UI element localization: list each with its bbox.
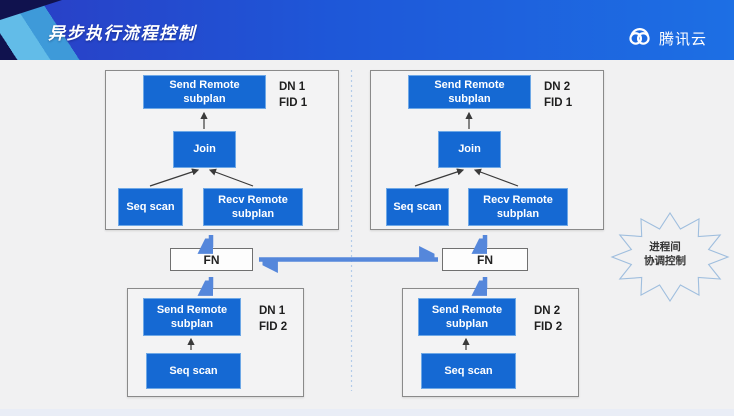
header-bar: 异步执行流程控制 腾讯云 xyxy=(0,0,734,60)
node-seq-scan: Seq scan xyxy=(386,188,449,226)
tag-fid: FID 1 xyxy=(279,97,308,110)
tag-fid: FID 2 xyxy=(534,321,563,334)
fn-box-right: FN xyxy=(442,248,528,271)
node-send-remote-subplan: Send Remote subplan xyxy=(143,298,241,336)
page-title: 异步执行流程控制 xyxy=(48,24,196,43)
cloud-icon xyxy=(626,24,653,52)
starburst-caption: 进程间 协调控制 xyxy=(606,241,724,268)
tag-fid: FID 2 xyxy=(259,321,288,334)
tag-dn: DN 1 xyxy=(279,81,306,93)
node-join: Join xyxy=(438,131,501,168)
group-tag: DN 1 FID 1 xyxy=(279,79,307,111)
plan-group-dn2-fid2: Send Remote subplan DN 2 FID 2 Seq scan xyxy=(402,288,579,397)
starburst-caption-line1: 进程间 xyxy=(649,241,681,253)
starburst-caption-line2: 协调控制 xyxy=(644,254,686,267)
footer-strip xyxy=(0,409,734,416)
plan-group-dn1-fid2: Send Remote subplan DN 1 FID 2 Seq scan xyxy=(127,288,304,397)
node-send-remote-subplan: Send Remote subplan xyxy=(408,75,531,109)
node-seq-scan: Seq scan xyxy=(118,188,183,226)
node-send-remote-subplan: Send Remote subplan xyxy=(418,298,516,336)
node-recv-remote-subplan: Recv Remote subplan xyxy=(203,188,303,226)
plan-group-dn2-fid1: Send Remote subplan DN 2 FID 1 Join Seq … xyxy=(370,70,604,230)
node-send-remote-subplan: Send Remote subplan xyxy=(143,75,266,109)
tag-fid: FID 1 xyxy=(544,97,573,110)
tag-dn: DN 2 xyxy=(544,81,571,93)
plan-group-dn1-fid1: Send Remote subplan DN 1 FID 1 Join Seq … xyxy=(105,70,339,230)
group-tag: DN 1 FID 2 xyxy=(259,303,287,335)
group-tag: DN 2 FID 1 xyxy=(544,79,572,111)
tag-dn: DN 1 xyxy=(259,305,286,317)
node-seq-scan: Seq scan xyxy=(146,353,241,389)
fn-box-left: FN xyxy=(170,248,253,271)
node-recv-remote-subplan: Recv Remote subplan xyxy=(468,188,568,226)
tag-dn: DN 2 xyxy=(534,305,561,317)
node-seq-scan: Seq scan xyxy=(421,353,516,389)
logo-text: 腾讯云 xyxy=(659,30,708,48)
tencent-cloud-logo: 腾讯云 xyxy=(626,24,707,52)
group-tag: DN 2 FID 2 xyxy=(534,303,562,335)
node-join: Join xyxy=(173,131,236,168)
